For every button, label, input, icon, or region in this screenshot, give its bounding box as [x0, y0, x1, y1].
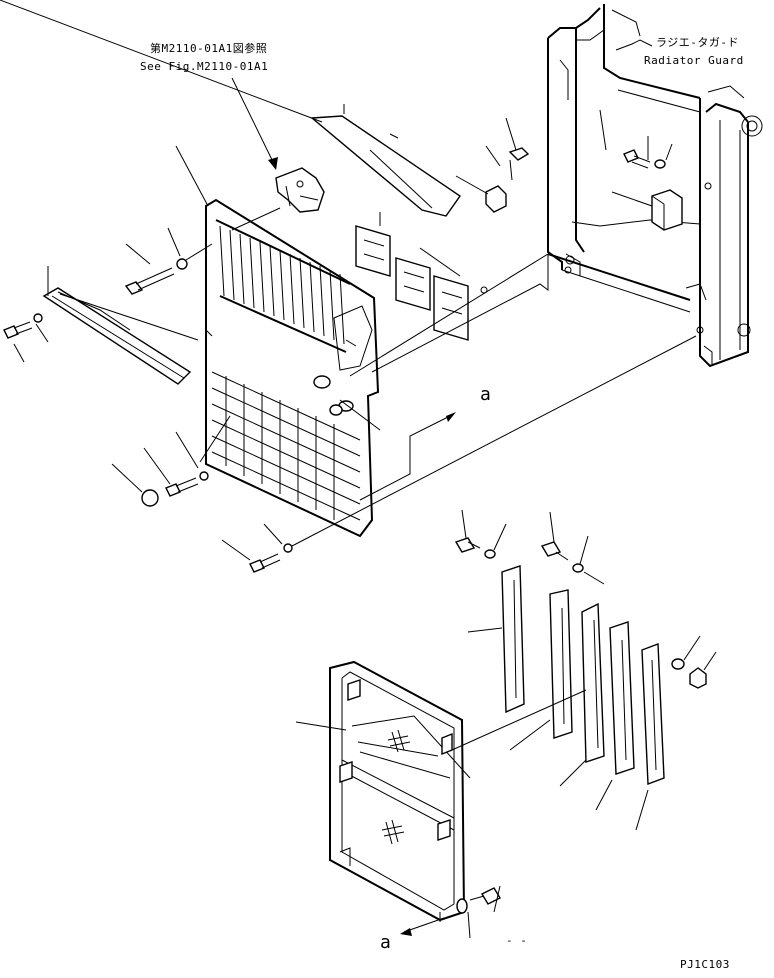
- radiator-guard-frame: [547, 4, 763, 368]
- front-grille: [205, 198, 380, 538]
- mounting-strips: [451, 565, 665, 831]
- mesh-lower: [381, 819, 405, 845]
- grille-grid: [211, 371, 361, 521]
- grille-fins: [215, 219, 351, 353]
- radiator-guard-en-label: Radiator Guard: [644, 54, 744, 67]
- top-cover-plate: [0, 0, 461, 217]
- far-left-bolt: [3, 313, 49, 363]
- reference-jp-label: 第M2110-01A1図参照: [150, 41, 267, 55]
- mesh-upper: [387, 729, 411, 753]
- panel-bolt: [456, 885, 501, 939]
- assembly-lines: [199, 253, 549, 501]
- side-bracket: [455, 117, 530, 213]
- lower-arrow: [400, 917, 445, 936]
- strip-bolts: [454, 509, 717, 689]
- drawing-code: PJ1C103: [680, 958, 730, 971]
- side-panels: [355, 212, 488, 341]
- screen-panel: [295, 660, 471, 922]
- radiator-guard-jp-label: ラジエ-タガ-ド: [656, 36, 739, 49]
- frame-bolt: [623, 136, 673, 169]
- reference-leader: [231, 77, 278, 170]
- hinge-bracket: [231, 167, 325, 231]
- left-bolt: [124, 145, 213, 295]
- arrow-label-lower: a: [380, 932, 391, 953]
- left-strip: [42, 266, 199, 385]
- lower-left-parts: [111, 431, 209, 507]
- arrow-label-upper: a: [480, 384, 491, 405]
- bottom-bolt: [221, 335, 697, 573]
- reference-en-label: See Fig.M2110-01A1: [140, 60, 268, 73]
- dash-mark: - -: [506, 934, 527, 947]
- frame-bracket: [611, 189, 683, 231]
